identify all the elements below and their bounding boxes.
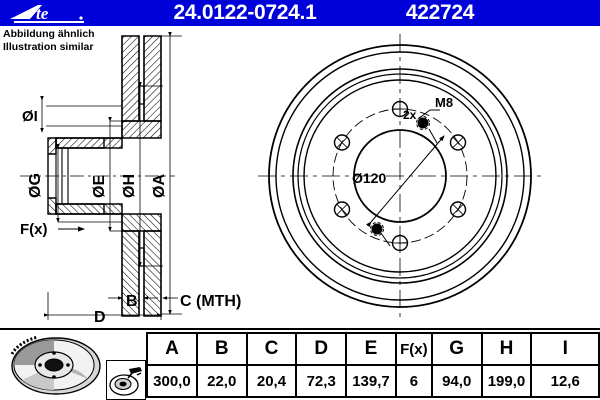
bolt-hole: [333, 201, 351, 218]
td-H: 199,0: [480, 364, 533, 398]
face-view: M8 2x Ø120: [258, 34, 542, 318]
label-2x: 2x: [403, 108, 417, 122]
td-C: 20,4: [245, 364, 298, 398]
reference-number: 422724: [405, 1, 475, 24]
bolt-hole: [449, 134, 467, 151]
dim-C: [160, 288, 178, 308]
m8-hole: [416, 116, 430, 130]
th-B: B: [195, 332, 248, 366]
note-line-de: Abbildung ähnlich: [3, 28, 95, 40]
th-E: E: [345, 332, 397, 366]
illustration-note: Abbildung ähnlich Illustration similar: [3, 28, 133, 53]
bolt-circle-leader: [366, 135, 445, 228]
th-D: D: [295, 332, 348, 366]
bolt-holes: [333, 100, 467, 252]
td-G: 94,0: [430, 364, 483, 398]
th-Fx: F(x): [394, 332, 433, 366]
bolt-hole: [391, 234, 409, 252]
table-header-row: A B C D E F(x) G H I: [146, 332, 600, 366]
th-I: I: [530, 332, 600, 366]
label-phi-E: ØE: [91, 175, 108, 198]
label-M8: M8: [435, 95, 453, 110]
th-A: A: [146, 332, 198, 366]
product-photo-thumbnail: [10, 335, 101, 395]
th-C: C: [245, 332, 298, 366]
label-phi-G: ØG: [27, 173, 44, 198]
spec-table-area: A B C D E F(x) G H I 300,0 22,0 20,4 72,…: [0, 328, 600, 400]
dim-phi-H: [138, 82, 163, 267]
table-value-row: 300,0 22,0 20,4 72,3 139,7 6 94,0 199,0 …: [146, 364, 600, 398]
label-Fx: F(x): [20, 221, 48, 238]
label-phi-A: ØA: [151, 174, 168, 198]
drawing-area: ØI ØG ØE ØH: [0, 26, 600, 326]
dim-D: [44, 292, 162, 320]
part-number: 24.0122-0724.1: [173, 1, 317, 24]
td-Fx: 6: [394, 364, 433, 398]
th-H: H: [480, 332, 533, 366]
dim-phi-A: [161, 32, 182, 315]
header-bar: te 24.0122-0724.1 422724: [0, 0, 600, 26]
dim-B: [108, 286, 158, 308]
label-D: D: [94, 309, 106, 326]
bolt-hole: [333, 134, 351, 151]
svg-text:te: te: [36, 4, 49, 23]
bolt-hole: [449, 201, 467, 218]
ate-logo: te: [8, 1, 88, 25]
td-D: 72,3: [295, 364, 348, 398]
dim-phi-E: [108, 117, 133, 232]
ate-logo-icon: te: [10, 4, 84, 23]
label-B: B: [126, 293, 138, 310]
td-B: 22,0: [195, 364, 248, 398]
disc-measurement-icon: [106, 360, 146, 400]
td-I: 12,6: [530, 364, 600, 398]
label-phi-H: ØH: [121, 174, 138, 198]
note-line-en: Illustration similar: [3, 40, 94, 53]
td-A: 300,0: [146, 364, 198, 398]
td-E: 139,7: [345, 364, 397, 398]
label-bolt-circle: Ø120: [352, 170, 386, 186]
label-C: C (MTH): [180, 293, 241, 310]
label-phi-I: ØI: [22, 108, 38, 125]
specification-table: A B C D E F(x) G H I 300,0 22,0 20,4 72,…: [146, 332, 600, 398]
bolt-hole: [391, 100, 409, 118]
th-G: G: [430, 332, 483, 366]
cross-section-view: ØI ØG ØE ØH: [20, 32, 241, 326]
